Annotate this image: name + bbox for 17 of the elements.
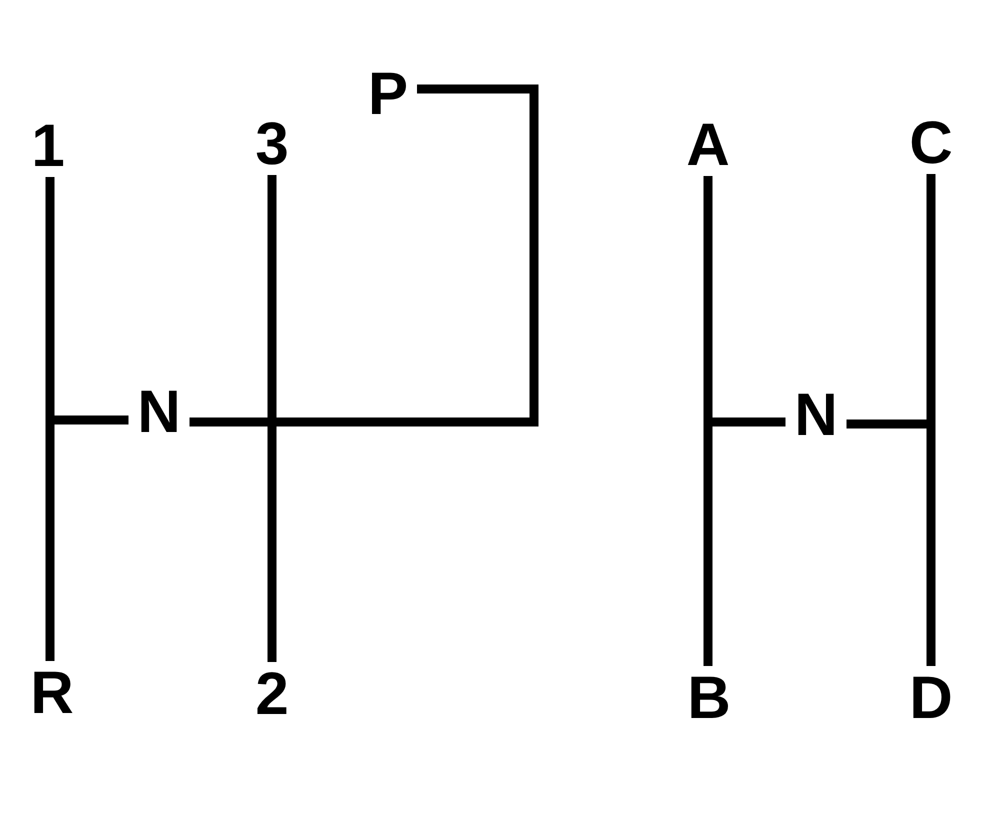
gear-position-label: N [794, 392, 838, 437]
gear-position-label: 2 [255, 671, 289, 716]
gear-position-label: 3 [255, 121, 289, 166]
gear-position-label: P [368, 71, 408, 116]
shift-gate-line [704, 176, 712, 422]
gear-position-label: B [687, 675, 731, 720]
shift-gate-line [46, 420, 54, 661]
gear-position-label: N [137, 389, 181, 434]
gear-position-label: A [686, 122, 730, 167]
gear-position-label: D [909, 675, 953, 720]
shift-gate-line [704, 422, 712, 666]
gear-position-label: R [30, 670, 74, 715]
gear-position-label: C [909, 120, 953, 165]
gear-position-label: 1 [31, 123, 65, 168]
shift-gate-line [926, 424, 936, 666]
shift-gate-line [46, 177, 54, 420]
shift-gate-line [926, 174, 936, 424]
